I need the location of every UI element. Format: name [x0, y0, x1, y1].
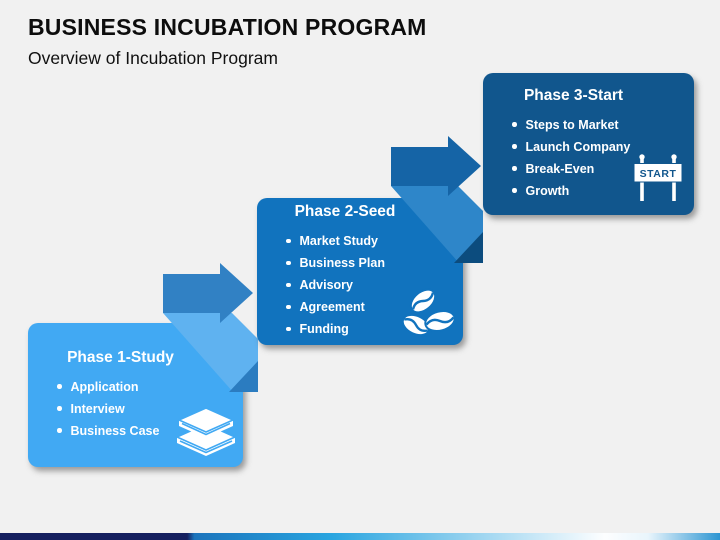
bullet-item: Agreement	[286, 296, 463, 318]
right-arrow-icon	[163, 263, 253, 323]
bullet-item: Market Study	[286, 230, 463, 252]
bullet-item: Application	[57, 376, 243, 398]
bullet-dot-icon	[286, 260, 291, 266]
phase-3-title: Phase 3-Start	[523, 86, 624, 104]
bullet-label: Business Case	[70, 423, 160, 438]
bullet-label: Launch Company	[525, 139, 631, 154]
footer-accent-bar	[0, 533, 720, 540]
bullet-label: Agreement	[299, 300, 365, 314]
bullet-item: Growth	[512, 180, 694, 202]
bullet-item: Steps to Market	[512, 114, 694, 136]
bullet-item: Launch Company	[512, 136, 694, 158]
bullet-item: Advisory	[286, 274, 463, 296]
slide-subtitle: Overview of Incubation Program	[28, 48, 278, 68]
bullet-label: Advisory	[299, 278, 354, 292]
bullet-dot-icon	[286, 326, 291, 332]
bullet-item: Business Case	[57, 420, 243, 442]
bullet-dot-icon	[57, 384, 62, 389]
books-icon	[175, 407, 237, 456]
bullet-dot-icon	[512, 166, 517, 171]
bullet-label: Market Study	[299, 234, 379, 248]
bullet-label: Break-Even	[525, 161, 595, 176]
bullet-dot-icon	[512, 188, 517, 193]
bullet-label: Steps to Market	[525, 117, 619, 132]
bullet-dot-icon	[286, 304, 291, 310]
bullet-item: Funding	[286, 318, 463, 340]
bullet-dot-icon	[286, 282, 291, 288]
right-arrow-icon	[391, 136, 481, 196]
seeds-icon	[401, 288, 456, 337]
bullet-item: Break-Even	[512, 158, 694, 180]
bullet-dot-icon	[512, 144, 517, 149]
bullet-item: Interview	[57, 398, 243, 420]
slide-title: BUSINESS INCUBATION PROGRAM	[28, 14, 427, 40]
start-sign-icon: START	[633, 154, 683, 201]
phase-2-title: Phase 2-Seed	[294, 203, 396, 220]
bullet-dot-icon	[286, 238, 291, 244]
bullet-label: Business Plan	[299, 256, 385, 270]
start-sign-label: START	[640, 168, 677, 180]
bullet-label: Funding	[299, 322, 349, 336]
bullet-dot-icon	[57, 406, 62, 411]
bullet-item: Business Plan	[286, 252, 463, 274]
bullet-label: Growth	[525, 183, 570, 198]
bullet-dot-icon	[512, 122, 517, 127]
bullet-label: Interview	[70, 401, 125, 416]
bullet-dot-icon	[57, 428, 62, 433]
phase-1-title: Phase 1-Study	[67, 348, 174, 366]
bullet-label: Application	[70, 379, 139, 394]
